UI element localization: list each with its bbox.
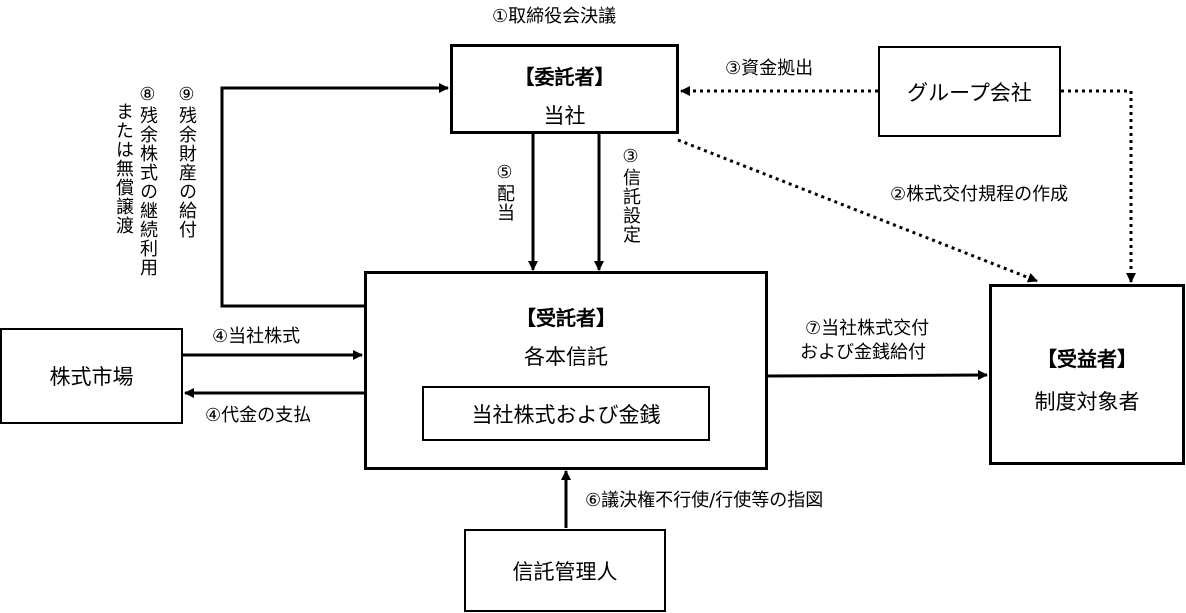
payment-label: ④代金の支払 — [205, 405, 312, 426]
trustee-title: 【受託者】 — [516, 306, 616, 330]
stock-market-name: 株式市場 — [49, 365, 134, 389]
entrustor-title: 【委託者】 — [514, 65, 615, 89]
delivery-label-line1: ⑦当社株式交付 — [805, 318, 930, 339]
shares-label: ④当社株式 — [212, 326, 301, 347]
funding-label: ③資金拠出 — [725, 58, 814, 79]
beneficiary-box: 【受益者】 制度対象者 — [989, 284, 1185, 465]
group-company-name: グループ会社 — [907, 80, 1032, 105]
delivery-label-line2: および金銭給付 — [800, 342, 926, 363]
rules-arrow — [677, 138, 1038, 283]
trustee-name: 各本信託 — [524, 345, 608, 369]
entrustor-box: 【委託者】 当社 — [450, 44, 679, 134]
trust-administrator-box: 信託管理人 — [464, 529, 666, 612]
residual-shares-label-line2: または無償譲渡 — [113, 102, 134, 235]
trust-assets-label: 当社株式および金銭 — [471, 402, 661, 427]
group-company-box: グループ会社 — [878, 46, 1061, 137]
dividend-label: ⑤配当 — [494, 162, 515, 222]
trust-setup-label: ③信託設定 — [620, 146, 641, 244]
residual-assets-label: ⑨残余財産の給付 — [176, 84, 197, 239]
residual-arrow — [220, 83, 449, 308]
residual-shares-label-line1: ⑧残余株式の継続利用 — [137, 84, 158, 277]
board-resolution-label: ①取締役会決議 — [492, 6, 617, 27]
group-to-beneficiary-arrow — [1061, 89, 1136, 283]
entrustor-name: 当社 — [543, 104, 586, 128]
voting-instruction-label: ⑥議決権不行使/行使等の指図 — [585, 490, 824, 511]
beneficiary-title: 【受益者】 — [1037, 347, 1137, 371]
trust-assets-box: 当社株式および金銭 — [422, 386, 710, 441]
share-rules-label: ②株式交付規程の作成 — [890, 184, 1069, 205]
trust-administrator-name: 信託管理人 — [512, 559, 618, 584]
beneficiary-name: 制度対象者 — [1034, 390, 1140, 414]
delivery-arrow — [766, 370, 988, 381]
stock-market-box: 株式市場 — [0, 328, 183, 424]
